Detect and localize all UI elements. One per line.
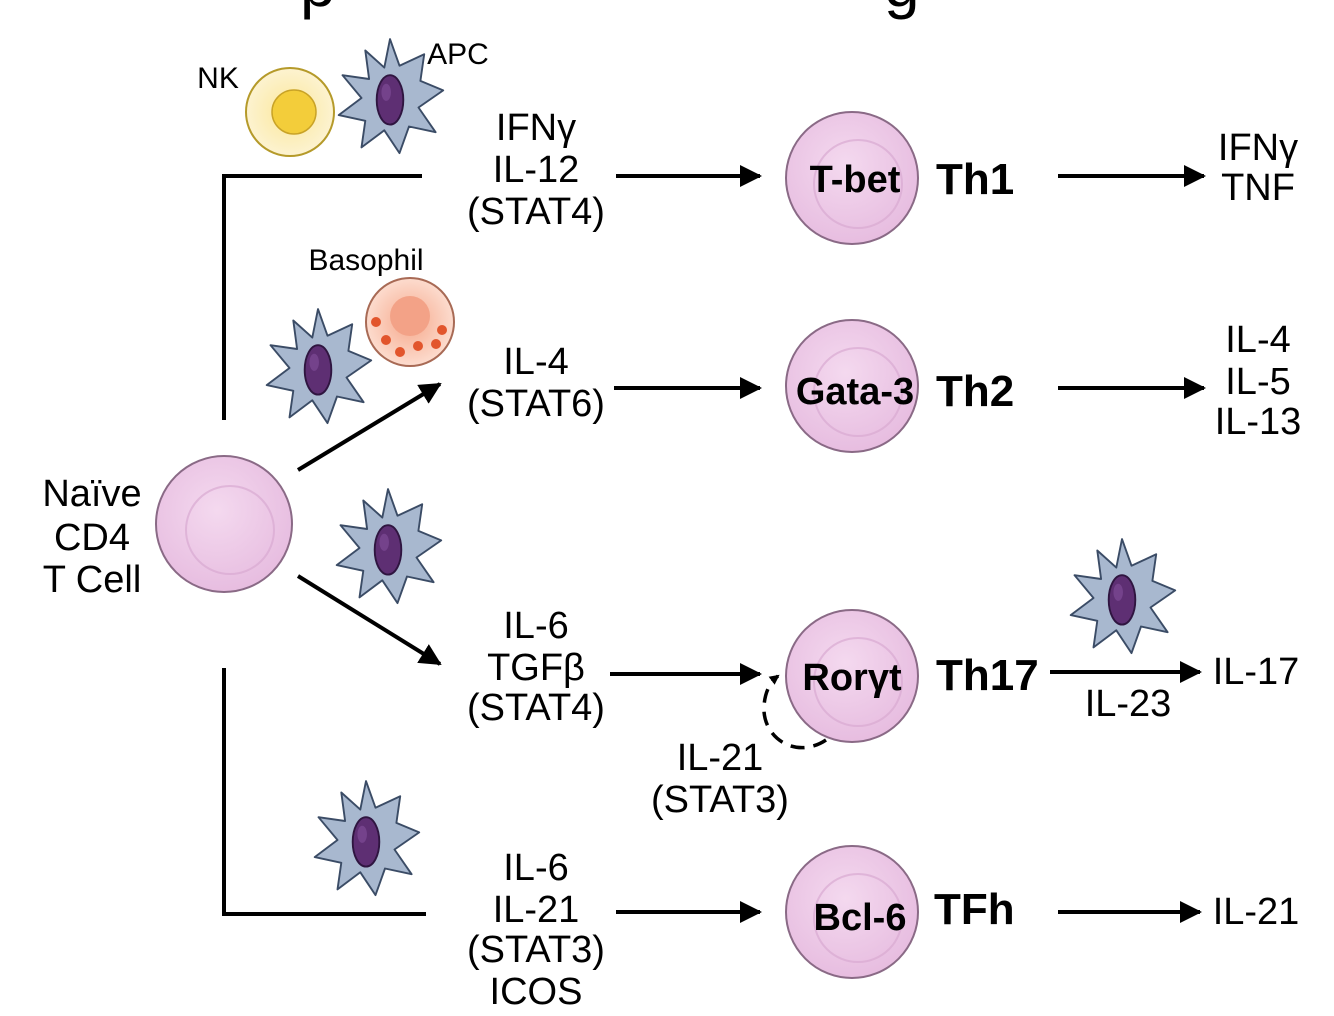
naive-t-cell — [155, 455, 293, 593]
th2-product-1: IL-4 — [1225, 319, 1290, 361]
th1-inducer-3: (STAT4) — [467, 191, 605, 233]
tfh-inducer-4: ICOS — [490, 971, 583, 1013]
apc-cell-tfh — [313, 780, 421, 897]
nk-cell — [245, 67, 335, 157]
th17-arrow-label: IL-23 — [1085, 683, 1172, 725]
th17-feedback-1: IL-21 — [677, 737, 764, 779]
title-fragment-left: p — [300, 0, 336, 20]
th1-subset-label: Th1 — [936, 155, 1014, 204]
th17-subset-label: Th17 — [936, 651, 1039, 700]
tfh-product-1: IL-21 — [1213, 891, 1300, 933]
tfh-transcription-factor: Bcl-6 — [814, 897, 907, 939]
apc-cell-th2 — [265, 308, 373, 425]
naive-label-line2: CD4 — [54, 517, 130, 559]
th17-cell — [785, 609, 919, 743]
th1-inducer-2: IL-12 — [493, 149, 580, 191]
th17-feedback-loop — [762, 674, 827, 750]
th17-inducer-1: IL-6 — [503, 605, 568, 647]
th2-transcription-factor: Gata-3 — [796, 371, 914, 413]
th2-inducer-1: IL-4 — [503, 341, 568, 383]
th1-branch-line — [222, 174, 422, 420]
tfh-subset-label: TFh — [934, 885, 1015, 934]
basophil-cell — [365, 277, 455, 367]
th2-branch-arrow — [296, 382, 442, 472]
tfh-inducer-3: (STAT3) — [467, 929, 605, 971]
th17-inducer-3: (STAT4) — [467, 687, 605, 729]
tfh-inducer-2: IL-21 — [493, 889, 580, 931]
th1-cell — [785, 111, 919, 245]
th2-product-2: IL-5 — [1225, 361, 1290, 403]
th2-product-3: IL-13 — [1215, 401, 1302, 443]
th1-inducer-1: IFNγ — [496, 107, 576, 149]
apc-cell-th17 — [1069, 538, 1177, 655]
th17-inducer-2: TGFβ — [487, 647, 585, 689]
apc-label: APC — [427, 38, 489, 71]
th1-product-1: IFNγ — [1218, 127, 1298, 169]
th17-product-1: IL-17 — [1213, 651, 1300, 693]
tfh-branch-line — [222, 668, 426, 916]
th2-inducer-2: (STAT6) — [467, 383, 605, 425]
th1-transcription-factor: T-bet — [810, 159, 901, 201]
title-fragment-right: g — [884, 0, 920, 20]
apc-cell-middle — [335, 488, 443, 605]
th17-transcription-factor: Rorγt — [802, 657, 902, 699]
th2-cell — [785, 319, 919, 453]
th2-subset-label: Th2 — [936, 367, 1014, 416]
naive-label-line1: Naïve — [42, 473, 141, 515]
th17-feedback-2: (STAT3) — [651, 779, 789, 821]
th17-branch-arrow — [296, 574, 442, 666]
tfh-inducer-1: IL-6 — [503, 847, 568, 889]
naive-label-line3: T Cell — [43, 559, 142, 601]
basophil-label: Basophil — [308, 244, 423, 277]
nk-label: NK — [197, 62, 239, 95]
tfh-cell — [785, 845, 919, 979]
th1-product-2: TNF — [1221, 167, 1295, 209]
